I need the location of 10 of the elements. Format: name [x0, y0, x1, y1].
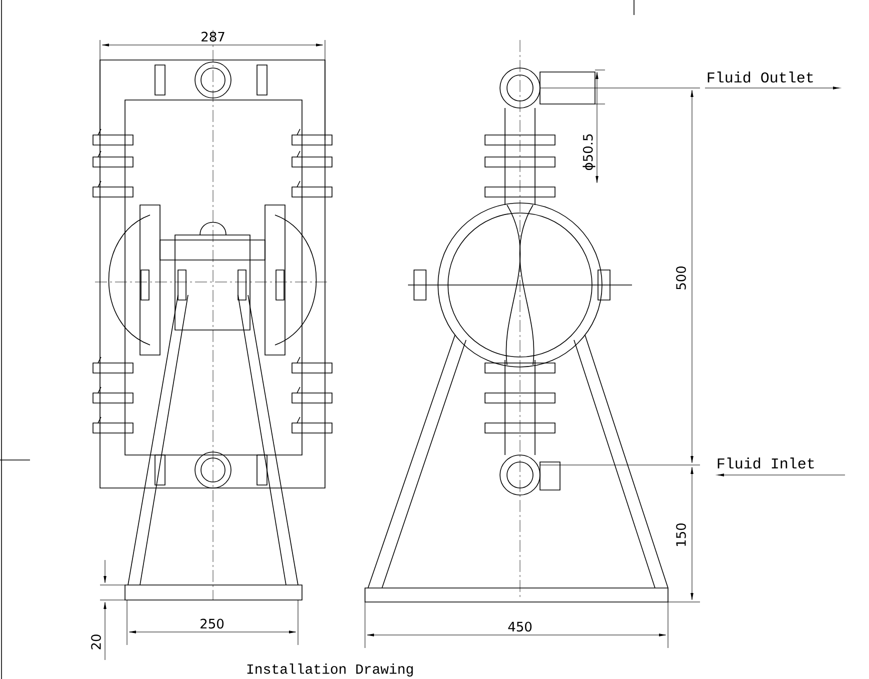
dimension-label: 20 — [91, 634, 101, 650]
dimension-label: 500 — [676, 266, 686, 290]
dimension-label: 287 — [202, 32, 224, 42]
dimension-label: ϕ50.5 — [582, 134, 596, 170]
dimension-label: 250 — [200, 618, 224, 629]
flow-label: Fluid Inlet — [718, 458, 814, 469]
dimension-label: 150 — [676, 523, 686, 546]
flow-label: Fluid Outlet — [708, 72, 813, 83]
dimension-label: 450 — [508, 622, 532, 632]
caption: Installation Drawing — [247, 664, 413, 677]
